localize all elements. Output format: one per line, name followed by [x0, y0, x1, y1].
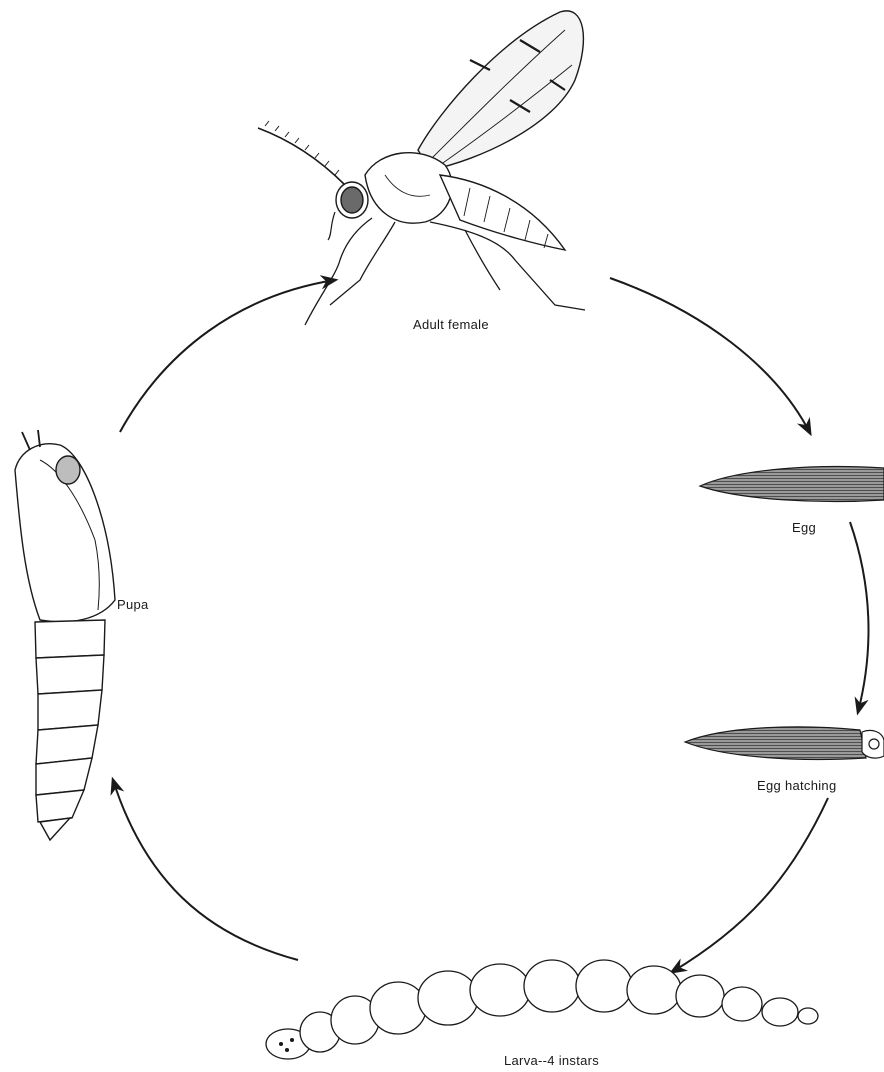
adult-female-illustration: [258, 11, 585, 325]
arrow-larva-to-pupa: [113, 780, 298, 960]
larva-illustration: [266, 960, 818, 1059]
larva-label: Larva--4 instars: [504, 1053, 599, 1068]
adult-female-label: Adult female: [413, 317, 489, 332]
arrow-adult-to-egg: [610, 278, 810, 433]
pupa-label: Pupa: [117, 597, 149, 612]
pupa-illustration: [15, 430, 115, 840]
arrow-egg-to-hatching: [850, 522, 868, 712]
egg-hatching-label: Egg hatching: [757, 778, 837, 793]
egg-hatching-illustration: [685, 727, 884, 760]
arrow-pupa-to-adult: [120, 280, 335, 432]
arrow-hatching-to-larva: [672, 798, 828, 972]
egg-illustration: [700, 467, 884, 502]
egg-label: Egg: [792, 520, 816, 535]
